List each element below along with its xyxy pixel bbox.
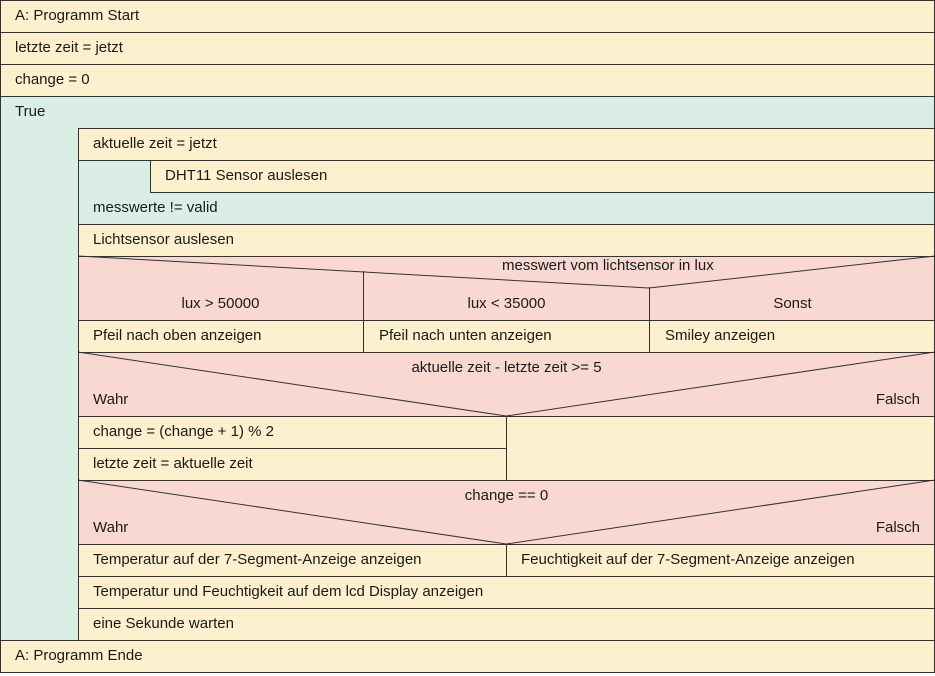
if-change-no-label: Falsch bbox=[875, 519, 920, 536]
init-block-change bbox=[0, 64, 935, 96]
display-label: Temperatur und Feuchtigkeit auf dem lcd … bbox=[93, 583, 484, 600]
if-change-yes-action: Temperatur auf der 7-Segment-Anzeige anz… bbox=[93, 551, 422, 568]
case-action-3: Smiley anzeigen bbox=[665, 327, 776, 344]
if-time-yes-label: Wahr bbox=[93, 391, 129, 408]
display-block bbox=[78, 576, 935, 608]
start-block bbox=[0, 0, 935, 32]
if-time-action-2: letzte zeit = aktuelle zeit bbox=[93, 455, 253, 472]
case-action-2: Pfeil nach unten anzeigen bbox=[379, 327, 552, 344]
set-time-label: aktuelle zeit = jetzt bbox=[93, 135, 217, 152]
if-time-action-1: change = (change + 1) % 2 bbox=[93, 423, 274, 440]
init-block-time bbox=[0, 32, 935, 64]
set-time-block bbox=[78, 128, 935, 160]
case-expression-label: messwert vom lichtsensor in lux bbox=[502, 257, 714, 274]
dht11-read-block bbox=[150, 160, 935, 192]
if-change-header bbox=[78, 480, 935, 544]
light-read-block bbox=[78, 224, 935, 256]
loop-condition-label: True bbox=[15, 103, 46, 120]
case-header bbox=[78, 256, 935, 320]
case-branch-label-1: lux > 50000 bbox=[181, 295, 260, 312]
init-time-label: letzte zeit = jetzt bbox=[15, 39, 123, 56]
end-block bbox=[0, 640, 935, 672]
end-label: A: Programm Ende bbox=[15, 647, 143, 664]
inner-loop-condition-label: messwerte != valid bbox=[93, 199, 218, 216]
if-time-header bbox=[78, 352, 935, 416]
case-branch-label-2: lux < 35000 bbox=[467, 295, 546, 312]
dht11-read-label: DHT11 Sensor auslesen bbox=[165, 167, 328, 184]
case-action-1: Pfeil nach oben anzeigen bbox=[93, 327, 262, 344]
if-time-no-label: Falsch bbox=[875, 391, 920, 408]
if-time-condition-label: aktuelle zeit - letzte zeit >= 5 bbox=[411, 359, 602, 376]
if-change-yes-label: Wahr bbox=[93, 519, 129, 536]
light-read-label: Lichtsensor auslesen bbox=[93, 231, 234, 248]
case-branch-label-3: Sonst bbox=[773, 295, 812, 312]
if-change-no-action: Feuchtigkeit auf der 7-Segment-Anzeige a… bbox=[521, 551, 855, 568]
wait-label: eine Sekunde warten bbox=[93, 615, 234, 632]
start-label: A: Programm Start bbox=[15, 7, 140, 24]
case-actions-row bbox=[78, 320, 935, 352]
wait-block bbox=[78, 608, 935, 640]
if-change-condition-label: change == 0 bbox=[464, 487, 549, 504]
init-change-label: change = 0 bbox=[15, 71, 90, 88]
